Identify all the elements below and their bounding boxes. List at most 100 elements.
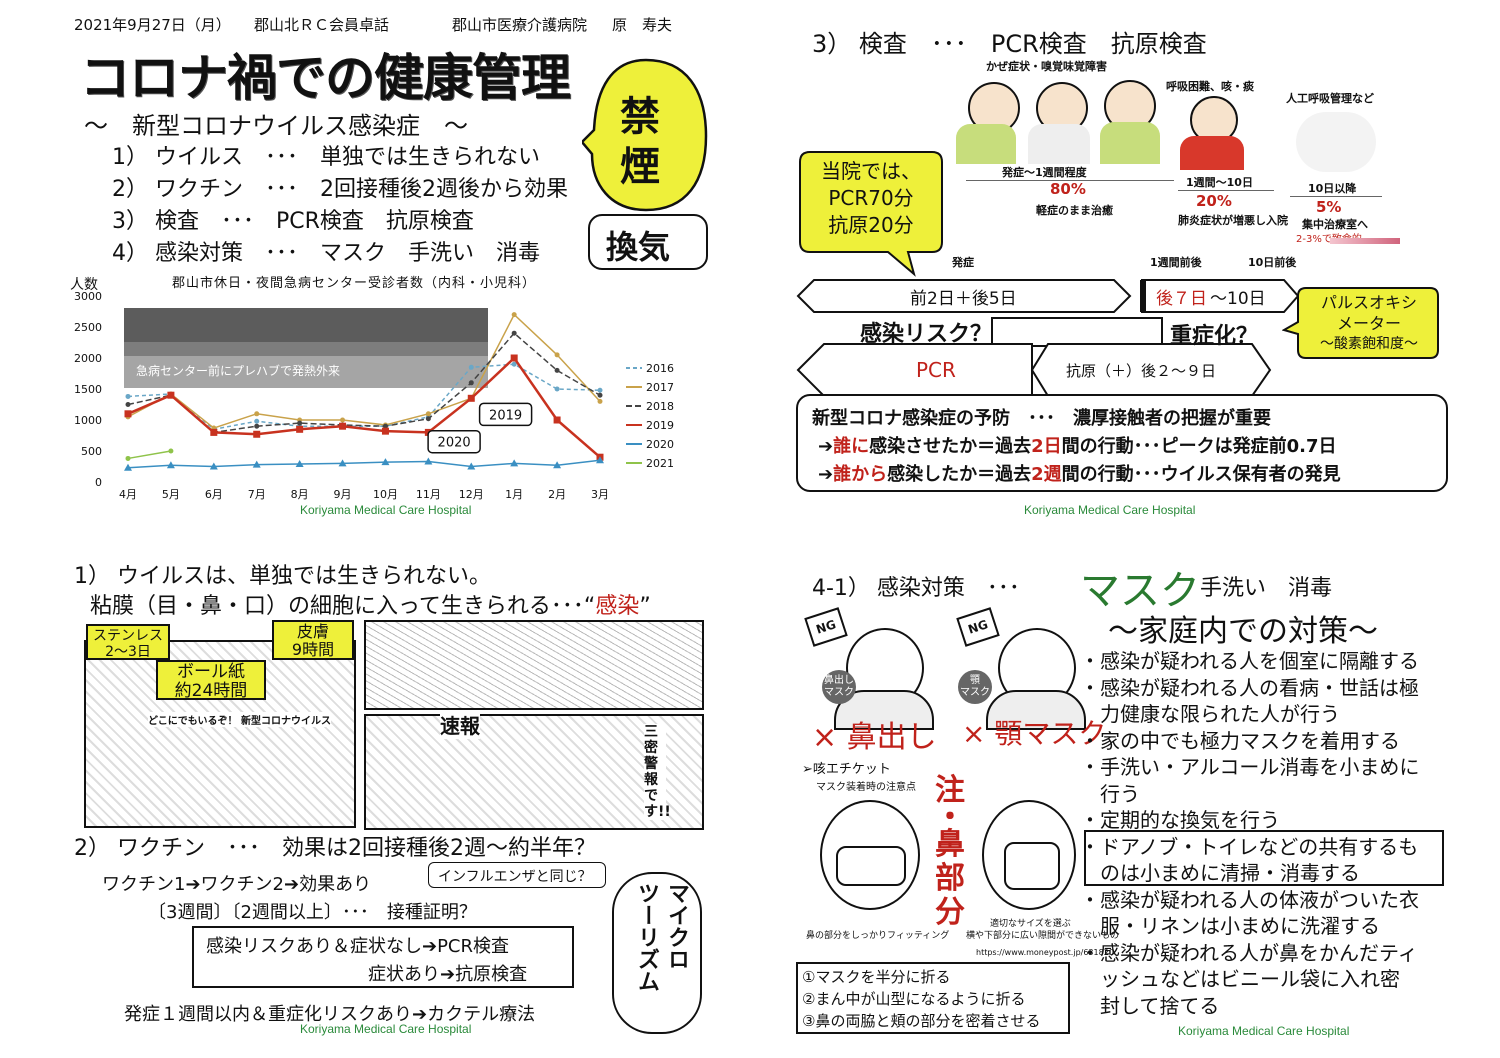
y-tick-label: 0: [95, 476, 102, 489]
chin-mask-label: × 顎マスク: [962, 717, 1107, 750]
stage-desc-3: 集中治療室へ: [1302, 218, 1368, 231]
data-point-2020: [124, 463, 132, 471]
hospital-bubble-line: 抗原20分: [828, 213, 914, 237]
arrow-pre2-post5: 前2日＋後5日: [910, 289, 1017, 309]
data-point-2019: [553, 416, 561, 424]
prevention-text: 間の行動･･･ピークは発症前0.7日: [1061, 436, 1337, 457]
data-point-2018: [382, 423, 388, 429]
data-point-2020: [338, 459, 347, 467]
list-item: 服・リネンは小まめに洗濯する: [1080, 914, 1380, 938]
timeline-1week: 1週間前後: [1150, 256, 1202, 269]
data-point-2018: [554, 367, 560, 373]
data-point-2019: [210, 428, 218, 436]
data-point-2018: [468, 380, 474, 386]
series-line-2019: [127, 356, 601, 459]
hospital-bubble-line: 当院では、: [821, 159, 921, 183]
legend-label: 2021: [646, 457, 674, 470]
nose-out-label: × 鼻出し: [812, 720, 937, 755]
legend-label: 2018: [646, 400, 674, 413]
tag-line: 約24時間: [174, 681, 248, 701]
period-arrows: [796, 279, 1300, 394]
severity-divider: [1140, 280, 1146, 312]
severe-risk-label: 重症化？: [1170, 324, 1259, 349]
prevention-line-1: ➔誰に感染させたか＝過去2日間の行動･･･ピークは発症前0.7日: [818, 432, 1337, 458]
virus-heading: 1） ウイルスは、単独では生きられない。: [74, 564, 491, 589]
antigen-arrow: [1030, 343, 1272, 394]
data-point-2017: [511, 312, 517, 318]
prevention-text: 感染させたか＝過去: [869, 436, 1032, 457]
mask-word: マスク: [1080, 568, 1200, 614]
data-point-2020: [424, 457, 433, 465]
data-point-2017: [340, 417, 346, 423]
chart-annotation-box: [478, 402, 533, 427]
topic-item: 4） 感染対策 ･･･ マスク 手洗い 消毒: [112, 241, 540, 266]
tag-line: 2～3日: [105, 644, 151, 660]
no-smoking-kanji-1: 禁: [620, 94, 660, 140]
mask-caution: マスク装着時の注意点: [816, 782, 916, 793]
attn-char: 分: [935, 895, 965, 930]
ng-label: NG: [966, 617, 990, 637]
footer-brand: Koriyama Medical Care Hospital: [1024, 503, 1196, 517]
mask-caption-right-1: 適切なサイズを選ぶ: [990, 919, 1071, 929]
data-point-2016: [511, 361, 517, 367]
header-event: 郡山北ＲＣ会員卓話: [254, 16, 390, 34]
chart-photo-ground: [124, 356, 488, 388]
attn-char: ・: [935, 800, 965, 835]
hospital-bubble-text: 当院では、 PCR70分 抗原20分: [810, 158, 932, 239]
tag-line: ステンレス: [93, 628, 163, 644]
measures-suffix: 手洗い 消毒: [1200, 576, 1333, 601]
micro-tourism-box: [612, 872, 702, 1034]
x-tick-label: 6月: [205, 488, 223, 501]
legend-label: 2016: [646, 362, 674, 375]
data-point-2018: [297, 420, 303, 426]
data-point-2019: [381, 427, 389, 435]
data-point-2017: [597, 398, 603, 404]
timeline-10days: 10日前後: [1248, 256, 1297, 269]
chart-annotation-box: [427, 429, 481, 454]
data-point-2018: [125, 402, 131, 407]
chin-mask-body-icon: [986, 690, 1086, 730]
page-title: コロナ禍での健康管理: [80, 49, 571, 107]
chin-mask-icon: 顎 マスク: [958, 670, 992, 704]
ng-sign-icon: NG: [804, 607, 848, 647]
stage-bar-2: [1178, 190, 1274, 191]
infect-risk-label: 感染リスク？: [860, 322, 993, 347]
list-item: 行う: [1080, 781, 1140, 806]
list-item: ・感染が疑われる人の体液がついた衣: [1080, 887, 1419, 912]
tag-line: 9時間: [291, 640, 335, 659]
data-point-2020: [166, 461, 175, 469]
y-tick-label: 1000: [74, 414, 102, 427]
data-point-2020: [596, 456, 604, 464]
mask-steps-box: [796, 962, 1070, 1034]
home-measures-list: ・感染が疑われる人を個室に隔離する ・感染が疑われる人の看病・世話は極 力健康な…: [1080, 648, 1419, 1019]
data-point-2016: [468, 364, 474, 370]
no-smoking-kanji-2: 煙: [620, 144, 660, 190]
pulse-oximeter-bubble: [1282, 287, 1439, 359]
prevention-line-2: ➔誰から感染したか＝過去2週間の行動･･･ウイルス保有者の発見: [818, 460, 1341, 486]
list-item: ・ドアノブ・トイレなどの共有するも: [1080, 834, 1419, 859]
topic-item: 2） ワクチン ･･･ 2回接種後2週後から効果: [112, 177, 568, 202]
header-date: 2021年9月27日（月）: [74, 16, 231, 34]
topic-item: 1） ウイルス ･･･ 単独では生きられない: [112, 145, 540, 170]
data-point-2016: [125, 393, 131, 399]
legend-label: 2019: [646, 419, 674, 432]
mask-steps: ①マスクを半分に折る ②まん中が山型になるように折る ③鼻の両脇と頬の部分を密着…: [802, 966, 1040, 1032]
cough-etiquette: ➢咳エチケット: [802, 762, 891, 777]
data-point-2019: [510, 354, 518, 362]
data-point-2020: [381, 458, 390, 466]
home-measures-subtitle: ～家庭内での対策～: [1108, 614, 1378, 649]
mask-fitting-mask-icon: [836, 846, 906, 886]
stage-timeline-1: 発症～1週間程度: [1002, 166, 1087, 179]
x-tick-label: 9月: [334, 488, 352, 501]
stage-pct-1: 80%: [1050, 180, 1086, 198]
data-point-2020: [553, 461, 562, 469]
chin-label-line: 顎: [970, 675, 980, 686]
mask-step: ①マスクを半分に折る: [802, 968, 951, 986]
no-smoking-bubble: [582, 58, 708, 212]
chart-title: 郡山市休日・夜間急病センター受診者数（内科・小児科）: [172, 276, 537, 291]
data-point-2019: [124, 410, 132, 418]
data-point-2019: [467, 394, 475, 402]
x-tick-label: 7月: [248, 488, 266, 501]
data-point-2017: [425, 411, 431, 417]
arrow-icon: ➔: [818, 464, 834, 485]
